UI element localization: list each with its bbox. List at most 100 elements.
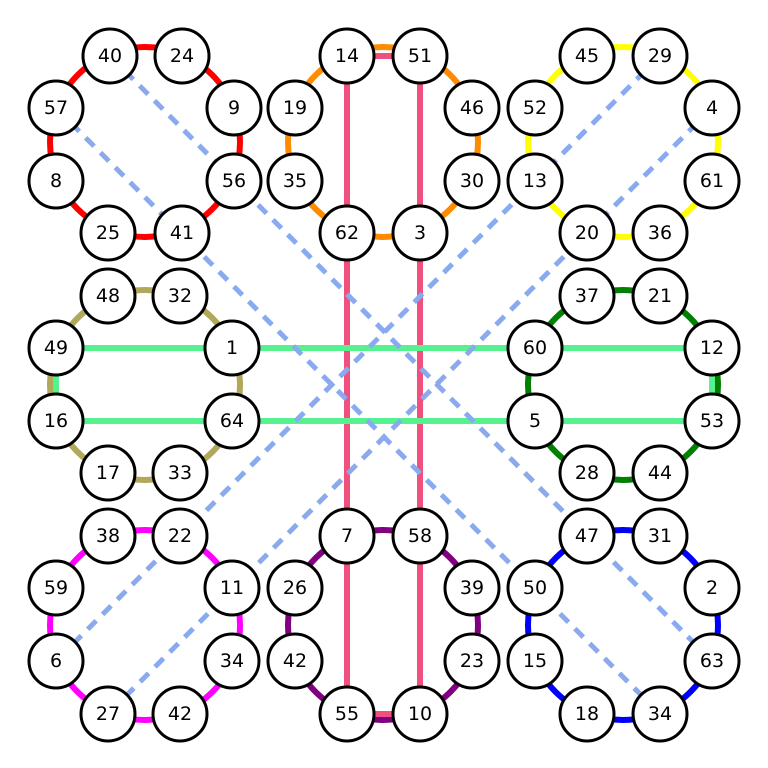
- svg-text:48: 48: [96, 285, 120, 307]
- ring-red: [47, 44, 243, 240]
- svg-text:60: 60: [523, 337, 547, 359]
- node-42-bottom: 42: [151, 685, 209, 743]
- ring-purple: [285, 527, 481, 723]
- svg-text:35: 35: [283, 170, 307, 192]
- svg-text:17: 17: [96, 462, 120, 484]
- connector-4-27: [106, 106, 714, 716]
- svg-text:4: 4: [706, 97, 718, 119]
- svg-text:56: 56: [222, 170, 246, 192]
- svg-text:49: 49: [44, 337, 68, 359]
- svg-text:50: 50: [523, 577, 547, 599]
- svg-text:21: 21: [648, 285, 672, 307]
- svg-text:23: 23: [460, 650, 484, 672]
- ring-magenta: [47, 527, 243, 723]
- svg-text:40: 40: [98, 45, 122, 67]
- svg-text:10: 10: [408, 703, 432, 725]
- node-23: 23: [443, 632, 501, 690]
- node-20: 20: [558, 204, 616, 262]
- svg-text:27: 27: [96, 703, 120, 725]
- svg-text:62: 62: [335, 222, 359, 244]
- node-49: 49: [27, 319, 85, 377]
- node-42-left: 42: [266, 632, 324, 690]
- svg-text:52: 52: [523, 97, 547, 119]
- svg-text:46: 46: [460, 97, 484, 119]
- connector-57-34: [54, 106, 662, 716]
- node-41: 41: [153, 204, 211, 262]
- ring-orange: [285, 44, 481, 240]
- svg-text:7: 7: [341, 525, 353, 547]
- node-10: 10: [391, 685, 449, 743]
- ring-arcs: [47, 44, 721, 723]
- svg-text:26: 26: [283, 577, 307, 599]
- svg-text:14: 14: [335, 45, 359, 67]
- node-4: 4: [683, 79, 741, 137]
- svg-text:25: 25: [96, 222, 120, 244]
- svg-text:53: 53: [700, 410, 724, 432]
- node-34-left: 34: [203, 632, 261, 690]
- connector-40-63: [108, 54, 714, 663]
- node-1: 1: [203, 319, 261, 377]
- node-56: 56: [205, 152, 263, 210]
- svg-text:57: 57: [44, 97, 68, 119]
- node-21: 21: [631, 267, 689, 325]
- node-7: 7: [318, 507, 376, 565]
- node-3: 3: [391, 204, 449, 262]
- node-40: 40: [81, 27, 139, 85]
- svg-text:42: 42: [283, 650, 307, 672]
- node-28: 28: [558, 444, 616, 502]
- svg-text:44: 44: [648, 462, 672, 484]
- svg-text:37: 37: [575, 285, 599, 307]
- node-9: 9: [205, 79, 263, 137]
- ring-blue: [525, 527, 721, 723]
- node-2: 2: [683, 559, 741, 617]
- svg-text:31: 31: [648, 525, 672, 547]
- node-34-right: 34: [631, 685, 689, 743]
- node-39: 39: [443, 559, 501, 617]
- node-37: 37: [558, 267, 616, 325]
- node-12: 12: [683, 319, 741, 377]
- blue-dashed-connectors: [54, 54, 714, 716]
- node-30: 30: [443, 152, 501, 210]
- node-62: 62: [318, 204, 376, 262]
- svg-text:33: 33: [168, 462, 192, 484]
- svg-text:59: 59: [44, 577, 68, 599]
- svg-text:61: 61: [700, 170, 724, 192]
- svg-text:5: 5: [529, 410, 541, 432]
- node-27: 27: [79, 685, 137, 743]
- node-17: 17: [79, 444, 137, 502]
- node-31: 31: [631, 507, 689, 565]
- node-19: 19: [266, 79, 324, 137]
- svg-text:3: 3: [414, 222, 426, 244]
- node-15: 15: [506, 632, 564, 690]
- node-26: 26: [266, 559, 324, 617]
- node-16: 16: [27, 392, 85, 450]
- svg-text:13: 13: [523, 170, 547, 192]
- node-5: 5: [506, 392, 564, 450]
- svg-text:47: 47: [575, 525, 599, 547]
- svg-text:6: 6: [50, 650, 62, 672]
- svg-text:36: 36: [648, 222, 672, 244]
- node-51: 51: [391, 27, 449, 85]
- svg-text:16: 16: [44, 410, 68, 432]
- node-64: 64: [203, 392, 261, 450]
- node-8: 8: [27, 152, 85, 210]
- node-50: 50: [506, 559, 564, 617]
- svg-text:2: 2: [706, 577, 718, 599]
- node-53: 53: [683, 392, 741, 450]
- connector-29-6: [54, 54, 662, 663]
- svg-text:18: 18: [575, 703, 599, 725]
- ring-green: [525, 287, 721, 483]
- svg-text:12: 12: [700, 337, 724, 359]
- node-32: 32: [151, 267, 209, 325]
- svg-text:22: 22: [168, 525, 192, 547]
- node-44: 44: [631, 444, 689, 502]
- node-48: 48: [79, 267, 137, 325]
- svg-text:64: 64: [220, 410, 244, 432]
- node-25: 25: [79, 204, 137, 262]
- svg-text:15: 15: [523, 650, 547, 672]
- svg-text:42: 42: [168, 703, 192, 725]
- node-29: 29: [631, 27, 689, 85]
- node-24: 24: [153, 27, 211, 85]
- node-18: 18: [558, 685, 616, 743]
